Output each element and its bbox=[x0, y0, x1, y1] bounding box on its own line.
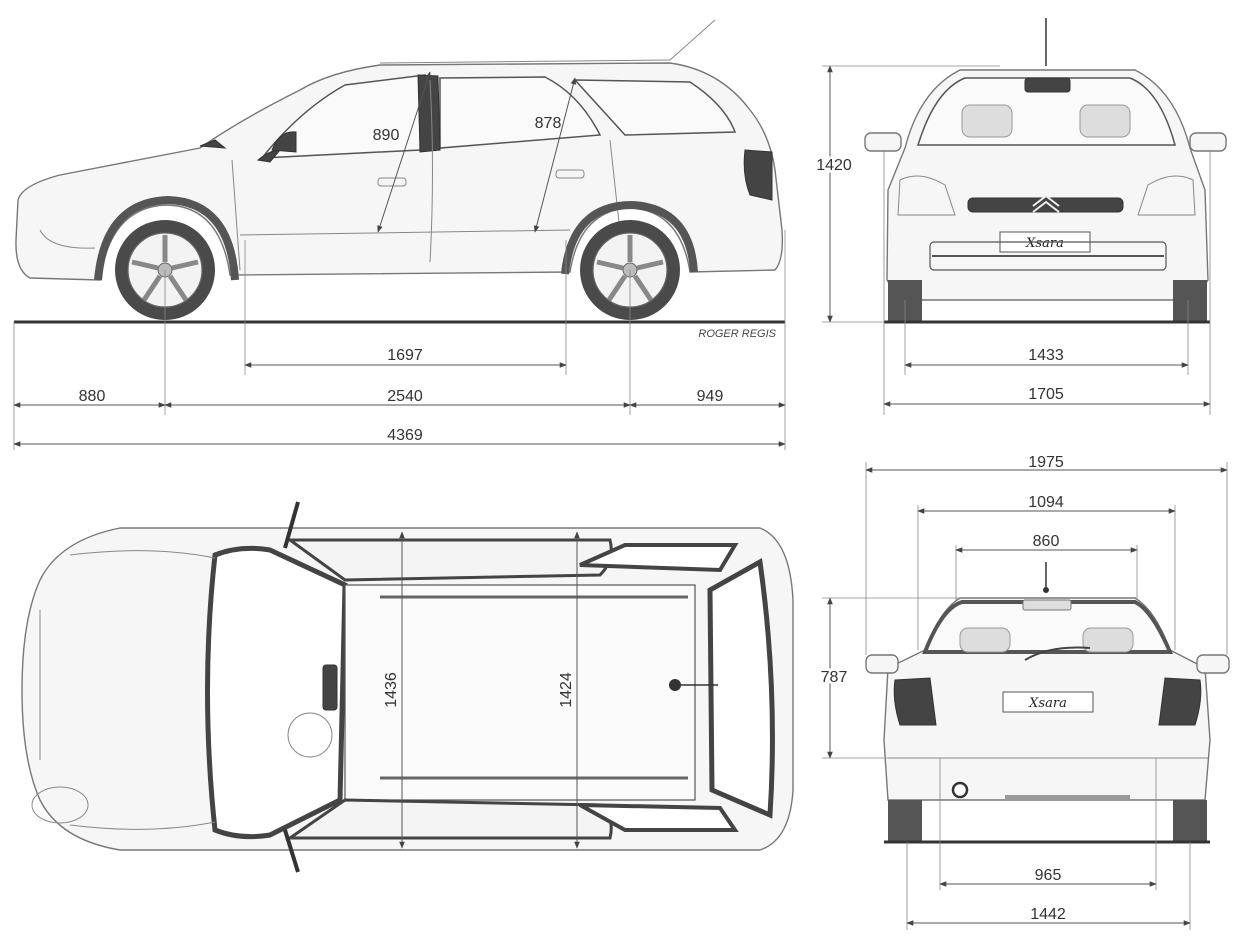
dim-height: 1420 bbox=[816, 157, 852, 174]
dim-front-interior-width: 1436 bbox=[383, 672, 400, 708]
rear-light-right bbox=[1158, 677, 1202, 726]
washer-nozzle bbox=[199, 139, 227, 149]
side-mirror bbox=[271, 131, 297, 153]
dim-line-890 bbox=[377, 71, 431, 233]
front-seat-left bbox=[961, 104, 1013, 138]
rear-brake-light bbox=[1022, 599, 1072, 611]
dim-rear-window-width: 860 bbox=[1033, 533, 1060, 550]
drawing-credit: ROGER REGIS bbox=[698, 328, 776, 340]
top-view: 1436 1424 bbox=[21, 501, 794, 873]
front-door-line bbox=[231, 159, 241, 271]
rear-badge: Xsara bbox=[1028, 696, 1067, 711]
mirror-mount bbox=[322, 664, 338, 711]
rear-light-left bbox=[893, 677, 937, 726]
dim-interior-length: 1697 bbox=[387, 347, 423, 364]
b-pillar bbox=[417, 74, 441, 153]
top-windscreen bbox=[205, 545, 348, 840]
rear-mirror-right bbox=[1196, 654, 1230, 674]
rear-tire-right bbox=[1173, 800, 1207, 842]
upper-grille bbox=[967, 197, 1124, 213]
door-split-line bbox=[429, 79, 433, 263]
antenna bbox=[669, 19, 716, 61]
rear-valance bbox=[1005, 795, 1130, 801]
dim-rear-track: 1442 bbox=[1030, 906, 1066, 923]
headlight-top-view bbox=[31, 786, 89, 824]
front-bumper-line bbox=[39, 229, 96, 249]
front-tire-right bbox=[1173, 280, 1207, 322]
rear-plate bbox=[1002, 691, 1094, 713]
top-side-windows-left bbox=[285, 538, 613, 582]
top-mirror-right bbox=[283, 829, 300, 873]
front-seat-right bbox=[1079, 104, 1131, 138]
dim-tailgate-width: 1094 bbox=[1028, 494, 1064, 511]
chevron-logo-icon bbox=[1032, 194, 1060, 213]
rear-view: Xsara 1975 1094 860 787 965 1442 bbox=[818, 454, 1230, 930]
lower-grille bbox=[929, 241, 1167, 271]
side-view: ROGER REGIS 890 878 1697 880 2540 949 43… bbox=[13, 19, 786, 450]
rear-headrest-left bbox=[959, 627, 1011, 653]
dim-front-window-diagonal: 890 bbox=[373, 127, 400, 144]
dim-width-with-mirrors: 1975 bbox=[1028, 454, 1064, 471]
dim-load-opening-width: 965 bbox=[1035, 867, 1062, 884]
top-quarter-window-right bbox=[579, 803, 739, 832]
rear-headrest-right bbox=[1082, 627, 1134, 653]
rear-tire-left bbox=[888, 800, 922, 842]
tail-light bbox=[743, 149, 773, 201]
headlight-left bbox=[897, 175, 956, 216]
dim-line-878 bbox=[533, 77, 577, 233]
top-side-windows-right bbox=[285, 798, 613, 840]
dim-wheelbase: 2540 bbox=[387, 388, 423, 405]
top-mirror-left bbox=[283, 501, 300, 549]
dim-overall-length: 4369 bbox=[387, 427, 423, 444]
front-view: Xsara 1420 1433 1705 bbox=[814, 18, 1227, 415]
dim-rear-overhang: 949 bbox=[697, 388, 724, 405]
dim-rear-window-height: 787 bbox=[821, 669, 848, 686]
dim-front-overhang: 880 bbox=[79, 388, 106, 405]
dim-front-track: 1433 bbox=[1028, 347, 1064, 364]
top-rear-window bbox=[707, 558, 775, 819]
front-badge: Xsara bbox=[1025, 236, 1064, 251]
dim-rear-window-diagonal: 878 bbox=[535, 115, 562, 132]
rear-mirror-left bbox=[865, 654, 899, 674]
dim-body-width: 1705 bbox=[1028, 386, 1064, 403]
front-wheel-arch bbox=[94, 195, 239, 281]
headlight-right bbox=[1137, 175, 1196, 216]
bonnet-line-top bbox=[69, 550, 216, 559]
rear-wiper bbox=[1024, 646, 1091, 661]
rear-view-mirror bbox=[1024, 77, 1071, 93]
front-mirror-left bbox=[864, 132, 902, 152]
roof-rail bbox=[379, 59, 671, 64]
steering-wheel bbox=[287, 712, 333, 758]
front-mirror-right bbox=[1189, 132, 1227, 152]
rear-wheel-arch bbox=[561, 200, 698, 275]
exhaust-pipe bbox=[951, 781, 969, 799]
side-quarter-window bbox=[573, 79, 737, 136]
top-quarter-window-left bbox=[579, 543, 739, 573]
dim-rear-interior-width: 1424 bbox=[558, 672, 575, 708]
bonnet-line-bottom bbox=[69, 821, 216, 830]
